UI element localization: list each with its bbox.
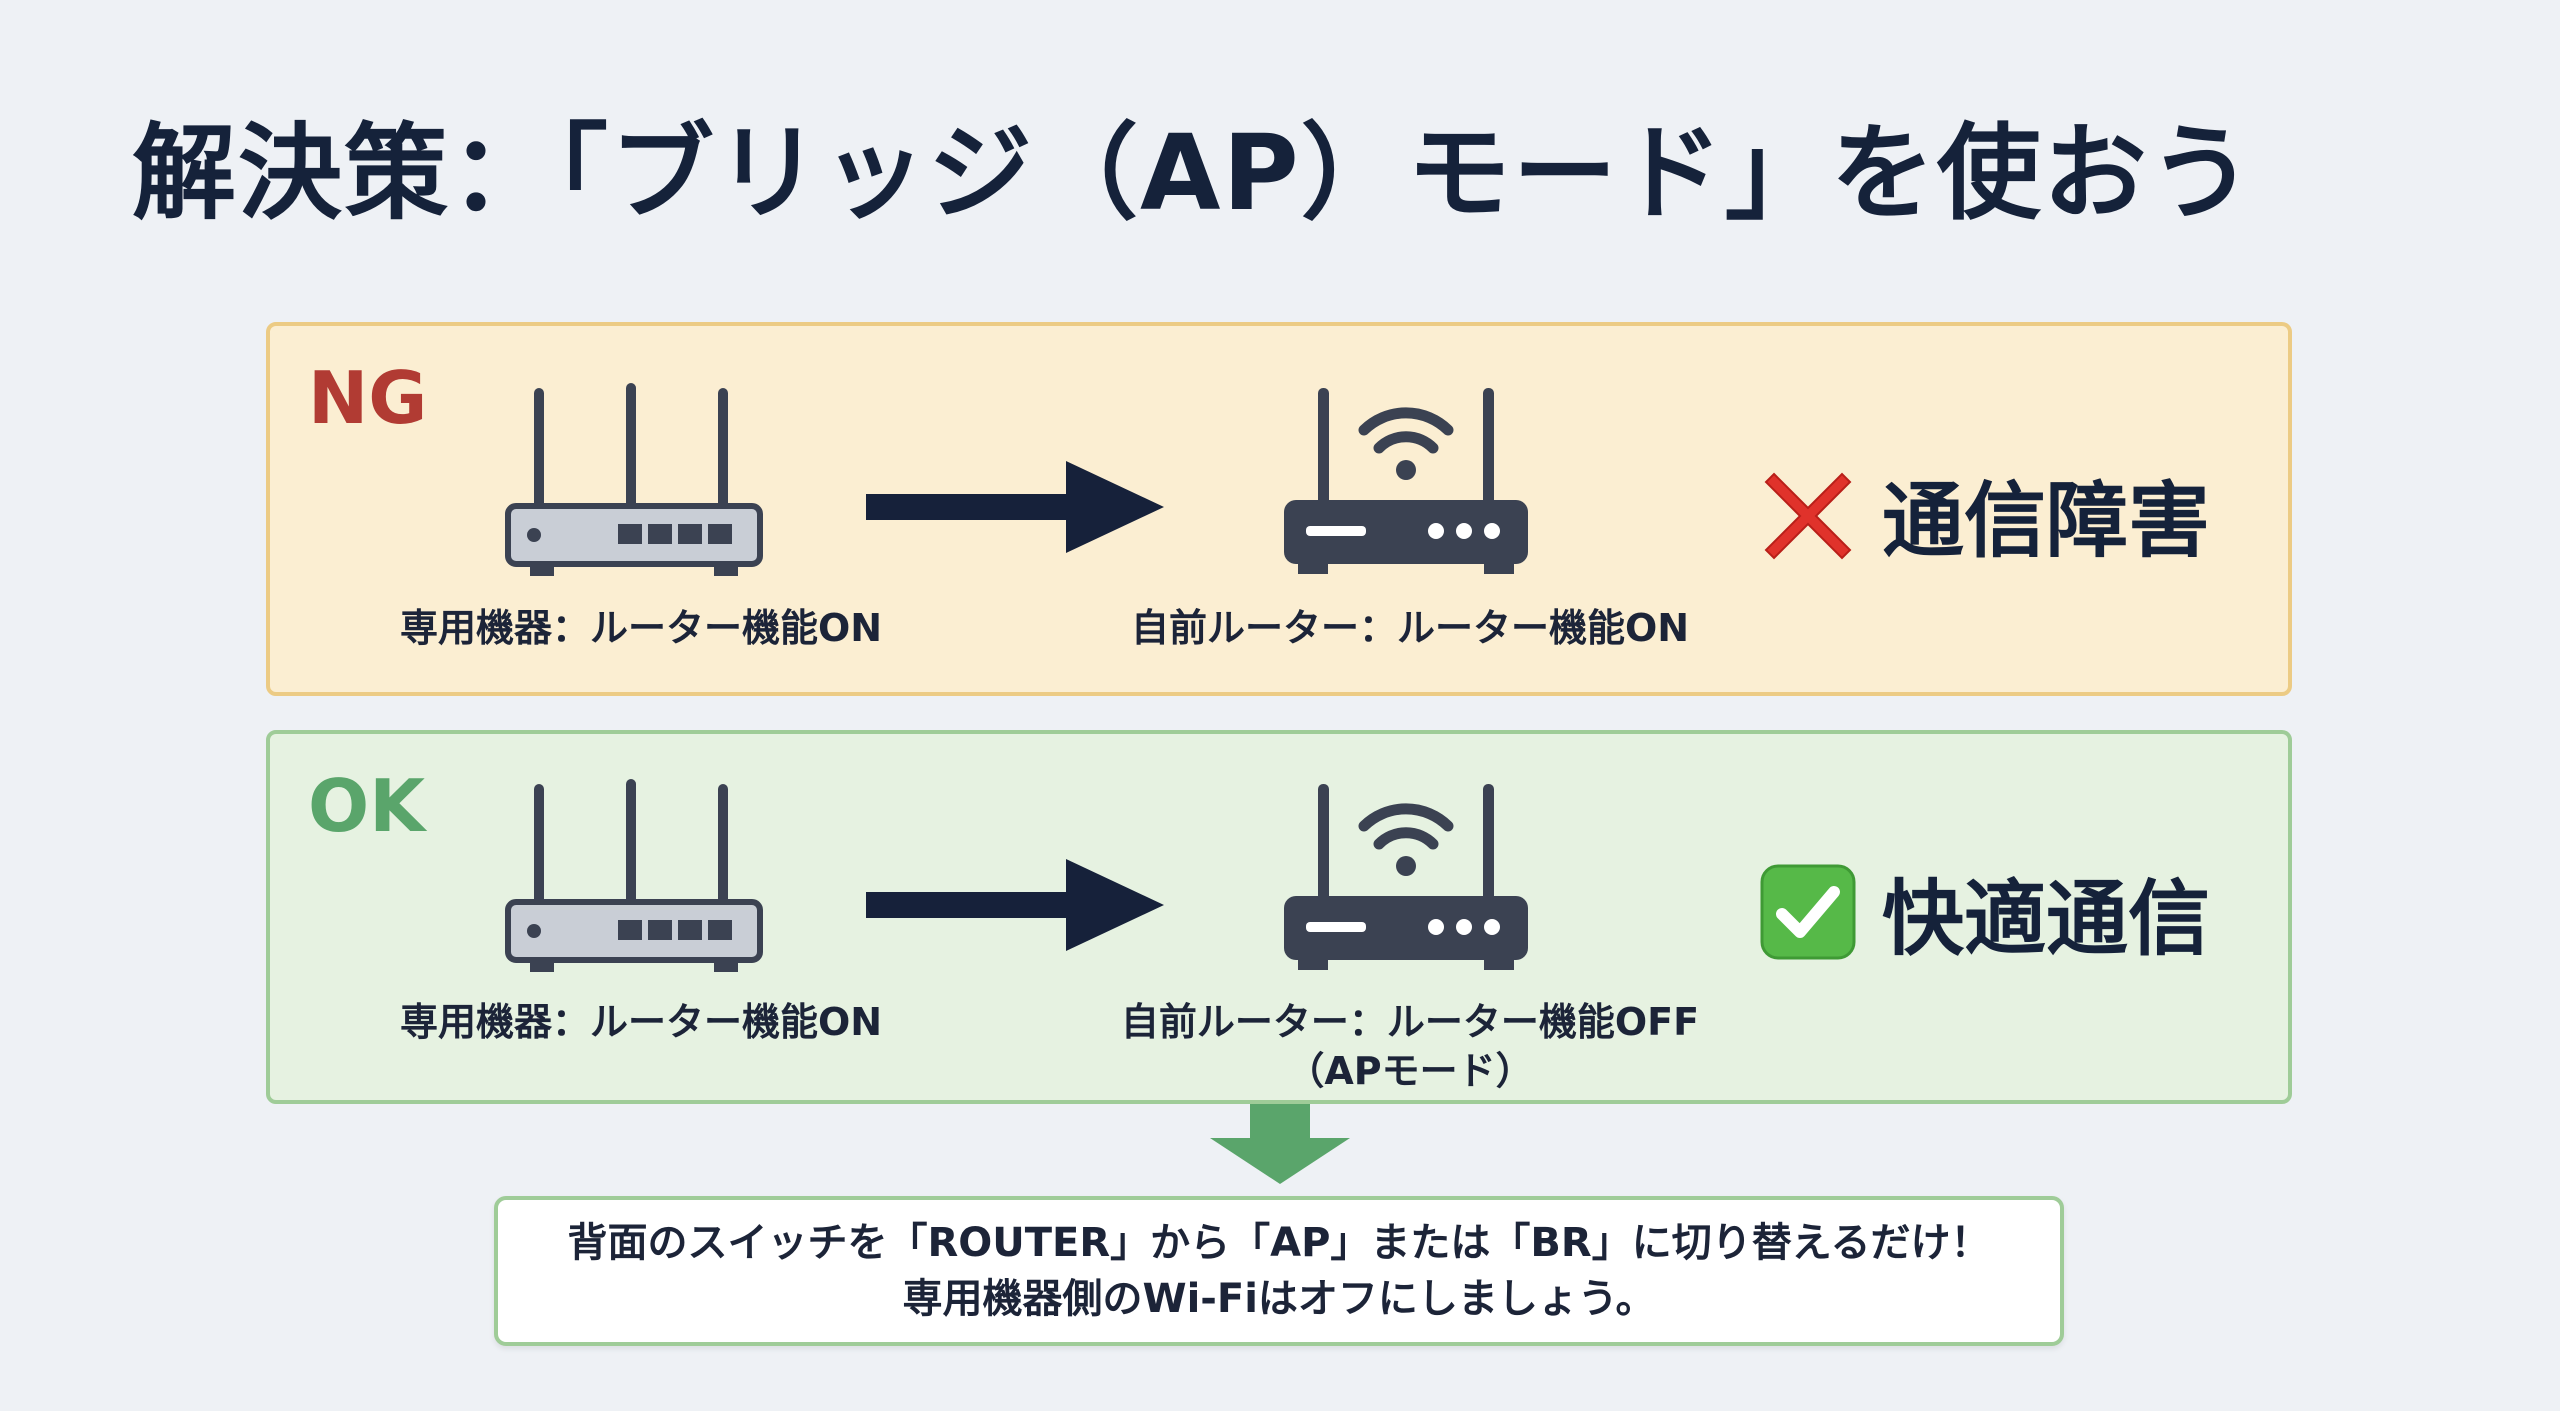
ok-device2-label: 自前ルーター：ルーター機能OFF （APモード） [1120,998,1700,1097]
ok-panel: OK 専用機器：ルーター機能ON 自前ルーター：ルーター機能OFF （APモード… [266,730,2292,1104]
dedicated-device-icon [505,779,763,972]
ok-result-text: 快適通信 [1882,872,2211,967]
home-router-icon [1284,784,1528,970]
ok-device2-label-line2: （APモード） [1286,1049,1534,1094]
ng-panel: NG 専用機器：ルーター機能ON 自前ルーター：ルーター機能ON [266,322,2292,696]
note-line1: 背面のスイッチを「ROUTER」から「AP」または「BR」に切り替えるだけ！ [567,1220,1991,1266]
dedicated-device-icon [505,383,763,576]
ng-device1-label: 専用機器：ルーター機能ON [400,606,883,650]
ok-device1-label: 専用機器：ルーター機能ON [400,1000,883,1044]
ng-result-text: 通信障害 [1882,474,2211,569]
arrow-right-icon [866,859,1164,951]
ok-badge: OK [308,764,425,848]
ng-result: 通信障害 [1760,454,2210,573]
check-mark-icon [1760,864,1856,959]
ng-device2-label: 自前ルーター：ルーター機能ON [1130,606,1690,650]
cross-mark-icon [1764,472,1852,559]
home-router-icon [1284,388,1528,574]
note-line2: 専用機器側のWi-Fiはオフにしましょう。 [902,1276,1656,1322]
arrow-down-icon [1210,1104,1350,1184]
ng-badge: NG [308,356,428,440]
page-title: 解決策：「ブリッジ（AP）モード」を使おう [132,112,2255,234]
arrow-right-icon [866,461,1164,553]
ok-result: 快適通信 [1760,852,2210,971]
ok-device2-label-line1: 自前ルーター：ルーター機能OFF [1120,1000,1700,1044]
instruction-note: 背面のスイッチを「ROUTER」から「AP」または「BR」に切り替えるだけ！ 専… [494,1196,2064,1346]
